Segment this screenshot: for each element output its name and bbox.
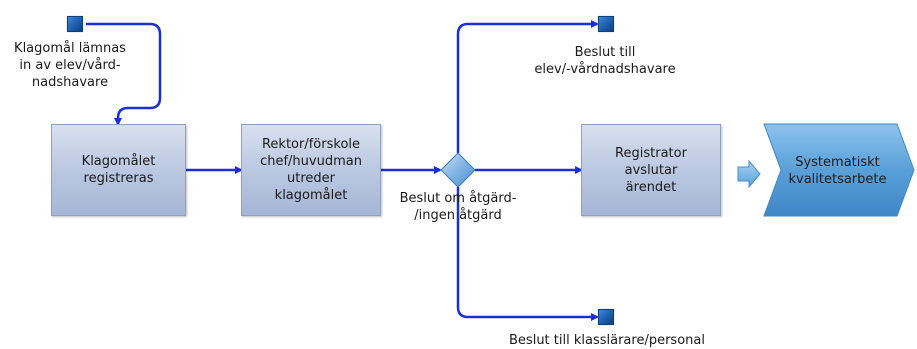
outcome-guardian-terminal-icon[interactable] xyxy=(598,16,614,32)
start-label: Klagomål lämnas in av elev/vård- nadshav… xyxy=(14,41,126,90)
step-close-label: Registrator avslutar ärendet xyxy=(615,145,687,195)
outcome-guardian-label: Beslut till elev/-vårdnadshavare xyxy=(534,45,676,77)
step-investigate-label: Rektor/förskole chef/huvudman utreder kl… xyxy=(260,137,362,203)
step-register-label: Klagomålet registreras xyxy=(81,154,156,186)
step-investigate-box[interactable]: Rektor/förskole chef/huvudman utreder kl… xyxy=(241,124,381,216)
decision-diamond[interactable] xyxy=(440,152,476,188)
connector-decision-to-guardian xyxy=(456,20,599,153)
quality-chevron[interactable] xyxy=(763,123,915,217)
outcome-staff-terminal-icon[interactable] xyxy=(598,309,614,325)
decision-label: Beslut om åtgärd- /ingen åtgärd xyxy=(399,191,517,223)
fat-arrow-icon xyxy=(737,159,761,189)
step-quality-label: Systematiskt kvalitetsarbete xyxy=(788,155,887,187)
connector-decision-to-staff xyxy=(456,187,599,321)
step-register-box[interactable]: Klagomålet registreras xyxy=(51,124,186,216)
start-terminal-icon[interactable] xyxy=(67,16,83,32)
outcome-staff-label: Beslut till klasslärare/personal xyxy=(509,333,705,348)
connector-start-to-register xyxy=(86,22,162,126)
step-close-box[interactable]: Registrator avslutar ärendet xyxy=(581,124,721,216)
